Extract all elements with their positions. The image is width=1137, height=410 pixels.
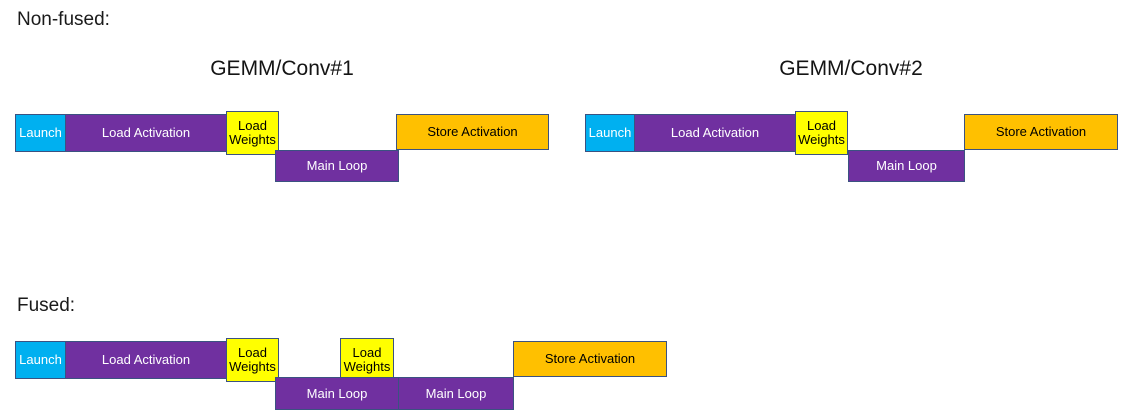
group-title-gemm-conv-1: GEMM/Conv#1	[210, 57, 354, 80]
bar-load-activation-fused[interactable]: Load Activation	[65, 341, 227, 379]
bar-load-weights-fused-1[interactable]: Load Weights	[226, 338, 279, 382]
section-label-non-fused: Non-fused:	[17, 9, 110, 30]
bar-load-weights-2[interactable]: Load Weights	[795, 111, 848, 155]
section-label-fused: Fused:	[17, 295, 76, 316]
bar-store-activation-fused[interactable]: Store Activation	[513, 341, 667, 377]
bar-main-loop-fused-2[interactable]: Main Loop	[398, 377, 514, 410]
bar-main-loop-fused-1[interactable]: Main Loop	[275, 377, 399, 410]
group-title-gemm-conv-2: GEMM/Conv#2	[779, 57, 923, 80]
bar-load-activation-2[interactable]: Load Activation	[634, 114, 796, 152]
bar-load-activation-1[interactable]: Load Activation	[65, 114, 227, 152]
bar-store-activation-2[interactable]: Store Activation	[964, 114, 1118, 150]
bar-load-weights-fused-2[interactable]: Load Weights	[340, 338, 394, 382]
bar-store-activation-1[interactable]: Store Activation	[396, 114, 549, 150]
bar-load-weights-1[interactable]: Load Weights	[226, 111, 279, 155]
bar-main-loop-2[interactable]: Main Loop	[848, 150, 965, 182]
bar-launch-2[interactable]: Launch	[585, 114, 635, 152]
bar-launch-1[interactable]: Launch	[15, 114, 66, 152]
bar-main-loop-1[interactable]: Main Loop	[275, 150, 399, 182]
bar-launch-fused[interactable]: Launch	[15, 341, 66, 379]
